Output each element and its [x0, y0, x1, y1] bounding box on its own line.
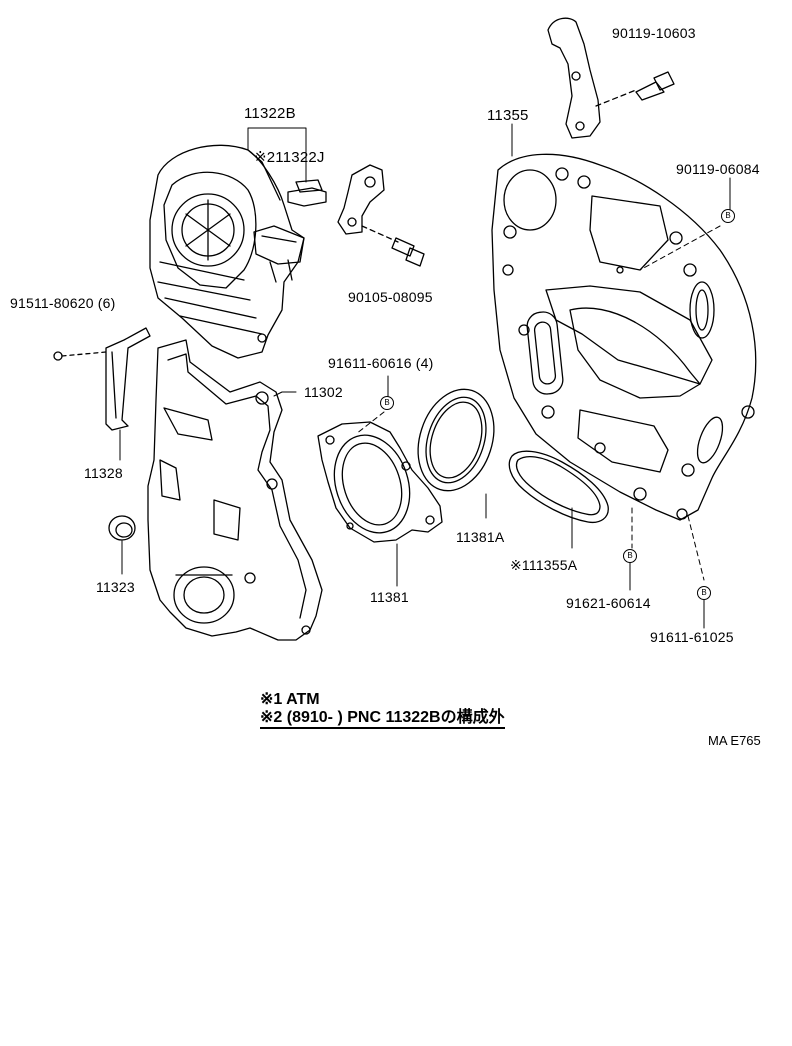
clip-11322J-drawing [288, 180, 326, 206]
bolt-90105-08095-drawing [362, 226, 424, 266]
label-11322B: 11322B [244, 105, 296, 122]
footnote-pnc-exclusion: ※2 (8910- ) PNC 11322Bの構成外 [260, 710, 505, 729]
guide-11328-drawing [54, 328, 150, 430]
oil-seal-retainer-11381-drawing [318, 422, 442, 543]
hook-bracket-drawing [548, 18, 674, 138]
label-11381A: 11381A [456, 529, 505, 545]
label-91611-61025: 91611-61025 [650, 629, 734, 645]
end-plate-11355-drawing [492, 154, 756, 520]
label-91621-60614: 91621-60614 [566, 595, 651, 611]
label-11322J: ※211322J [254, 149, 325, 166]
label-91511-80620: 91511-80620 (6) [10, 295, 116, 311]
bracket-drawing [338, 165, 384, 234]
label-11381: 11381 [370, 589, 409, 605]
label-11323: 11323 [96, 579, 135, 595]
label-11302: 11302 [304, 384, 343, 400]
label-90105-08095: 90105-08095 [348, 289, 433, 305]
gasket-11355A-drawing [509, 451, 608, 522]
bolt-marker-b-91611-60616: B [380, 396, 394, 410]
oil-seal-11381A-drawing [406, 379, 507, 500]
figure-reference-code: MA E765 [708, 733, 761, 748]
label-11328: 11328 [84, 465, 123, 481]
label-90119-06084: 90119-06084 [676, 161, 760, 177]
upper-timing-cover-drawing [150, 145, 304, 358]
label-11355A: ※111355A [510, 557, 578, 573]
label-11355: 11355 [487, 107, 529, 124]
bolt-marker-b-91621-60614: B [623, 549, 637, 563]
footnote-atm: ※1 ATM [260, 691, 320, 708]
lower-timing-cover-drawing [148, 340, 322, 640]
bolt-marker-b-91611-61025: B [697, 586, 711, 600]
label-90119-10603: 90119-10603 [612, 25, 696, 41]
bolt-marker-b-90119-06084: B [721, 209, 735, 223]
plug-11323-drawing [109, 516, 135, 540]
label-91611-60616: 91611-60616 (4) [328, 355, 434, 371]
leader-lines [120, 124, 730, 628]
